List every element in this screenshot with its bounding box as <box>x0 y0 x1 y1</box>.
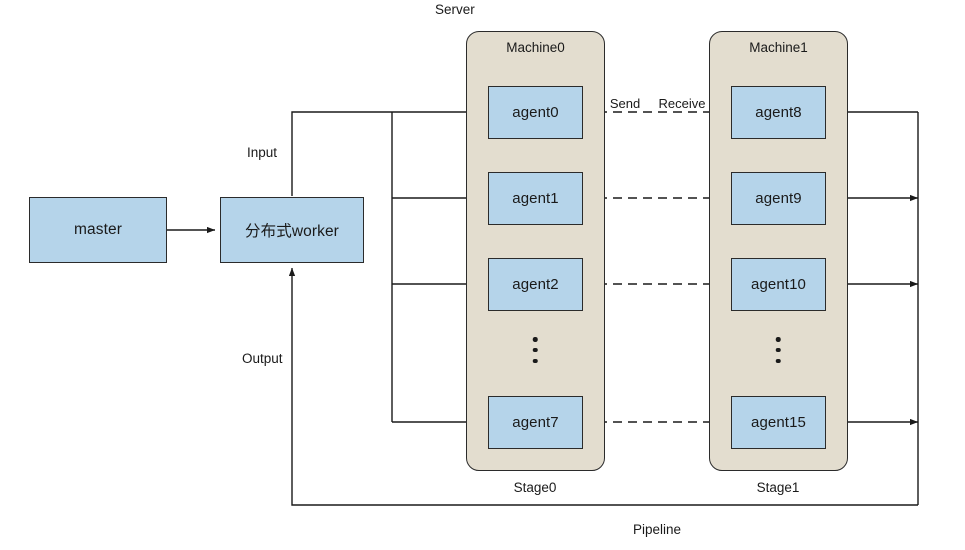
wire-input-riser <box>291 111 392 196</box>
stage-0-label: Stage0 <box>513 480 557 495</box>
node-agent8[interactable]: agent8 <box>731 86 826 139</box>
send-label: Send <box>606 96 644 111</box>
machine-1-title: Machine1 <box>749 40 808 55</box>
node-agent1[interactable]: agent1 <box>488 172 583 225</box>
stage-1-label: Stage1 <box>756 480 800 495</box>
node-master[interactable]: master <box>29 197 167 263</box>
node-agent8-label: agent8 <box>755 104 802 121</box>
node-agent1-label: agent1 <box>512 190 559 207</box>
machine-1-ellipsis-icon <box>775 337 781 363</box>
node-worker-label: 分布式worker <box>245 223 339 240</box>
node-agent7[interactable]: agent7 <box>488 396 583 449</box>
node-agent2[interactable]: agent2 <box>488 258 583 311</box>
machine-0-ellipsis-icon <box>532 337 538 363</box>
node-agent0[interactable]: agent0 <box>488 86 583 139</box>
node-agent15[interactable]: agent15 <box>731 396 826 449</box>
node-agent9[interactable]: agent9 <box>731 172 826 225</box>
node-agent10[interactable]: agent10 <box>731 258 826 311</box>
node-agent7-label: agent7 <box>512 414 559 431</box>
pipeline-label: Pipeline <box>632 522 682 537</box>
machine-0-title: Machine0 <box>506 40 565 55</box>
server-label: Server <box>435 2 475 17</box>
node-agent10-label: agent10 <box>751 276 806 293</box>
node-agent0-label: agent0 <box>512 104 559 121</box>
node-agent15-label: agent15 <box>751 414 806 431</box>
node-worker[interactable]: 分布式worker <box>220 197 364 263</box>
node-agent9-label: agent9 <box>755 190 802 207</box>
node-agent2-label: agent2 <box>512 276 559 293</box>
node-master-label: master <box>74 221 122 238</box>
input-label: Input <box>247 145 278 160</box>
receive-label: Receive <box>655 96 709 111</box>
output-label: Output <box>242 351 283 366</box>
